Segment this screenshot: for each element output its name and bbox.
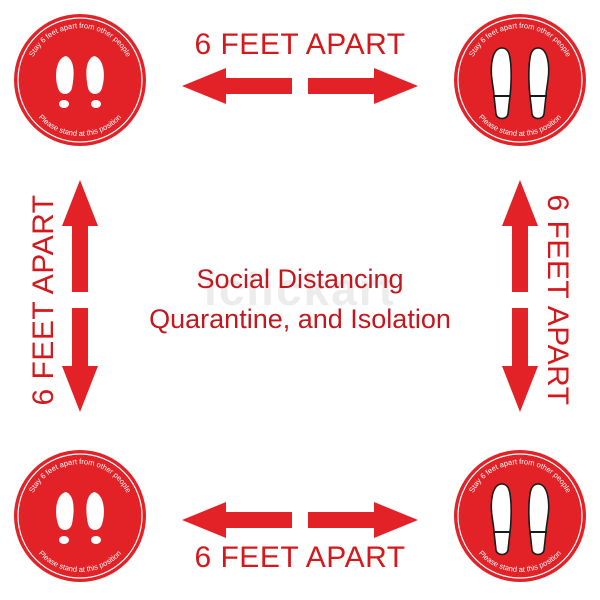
sticker-top-left: Stay 6 feet apart from other people Plea… [14, 14, 146, 146]
bottom-double-arrow-icon [182, 502, 418, 538]
center-title-line2: Quarantine, and Isolation [149, 304, 451, 334]
left-distance-label: 6 FEET APART [27, 194, 60, 406]
right-double-arrow-icon [502, 180, 538, 412]
right-distance-label: 6 FEET APART [541, 194, 574, 406]
sticker-top-right: Stay 6 feet apart from other people Plea… [454, 14, 586, 146]
center-title-line1: Social Distancing [196, 264, 404, 294]
sticker-bottom-left: Stay 6 feet apart from other people Plea… [14, 450, 146, 582]
left-double-arrow-icon [62, 180, 98, 412]
sticker-bottom-right: Stay 6 feet apart from other people Plea… [454, 450, 586, 582]
bottom-distance-label: 6 FEET APART [194, 541, 406, 574]
top-distance-label: 6 FEET APART [194, 28, 406, 61]
watermark: iclickart [204, 263, 396, 315]
top-double-arrow-icon [182, 68, 418, 104]
